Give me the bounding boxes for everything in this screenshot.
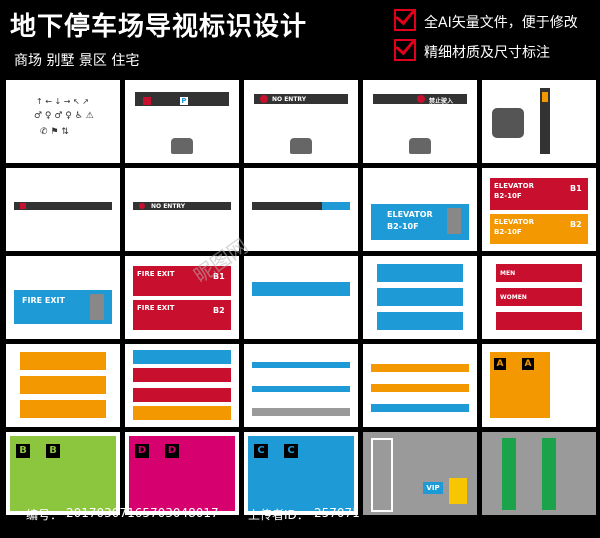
no-entry-icon [417, 95, 425, 103]
thumb-zone-a: A A [482, 344, 596, 427]
parking-icon: P [180, 97, 188, 105]
uploader-label: 上传者ID： [248, 508, 309, 522]
thumb-hanging-sign [244, 256, 358, 339]
feature-1: 全AI矢量文件，便于修改 [394, 9, 578, 32]
thumb-arrow-sign-3 [244, 168, 358, 251]
thumb-toilet-orange [6, 344, 120, 427]
no-entry-label: NO ENTRY [272, 96, 307, 103]
arrow-sign-label: NO ENTRY [151, 203, 186, 210]
elevator-floor: B2-10F [387, 222, 419, 231]
no-entry-icon [260, 95, 268, 103]
zone-d-label-2: D [165, 444, 179, 458]
elevator-label: ELEVATOR [387, 210, 433, 219]
thumb-elevator-blue: ELEVATOR B2-10F [363, 168, 477, 251]
fire-exit-label: FIRE EXIT [22, 296, 65, 305]
elevator-floor: B2-10F [494, 192, 522, 200]
header: 地下停车场导视标识设计 商场 别墅 景区 住宅 全AI矢量文件，便于修改 精细材… [0, 0, 600, 76]
thumb-arrow-sign-2: NO ENTRY [125, 168, 239, 251]
id-value: 20170307165703048017 [66, 506, 219, 520]
id-label: 编号： [26, 508, 63, 522]
feature-2: 精细材质及尺寸标注 [394, 39, 550, 62]
elevator-label-2: ELEVATOR [494, 218, 534, 226]
uploader-value: 257071 [314, 506, 360, 520]
svg-text:♂ ♀ ♂ ♀ ♿ ⚠: ♂ ♀ ♂ ♀ ♿ ⚠ [34, 111, 94, 121]
svg-text:✆ ⚑ ⇅: ✆ ⚑ ⇅ [40, 127, 69, 137]
zone-a-label-2: A [522, 358, 534, 370]
thumb-zone-c: C C [244, 432, 358, 515]
level-b1: B1 [213, 272, 225, 281]
thumb-wall-elevation [244, 344, 358, 427]
thumb-fire-exit-red: FIRE EXIT B1 FIRE EXIT B2 [125, 256, 239, 339]
zone-c-label: C [254, 444, 268, 458]
footer: 编号： 20170307165703048017 上传者ID： 257071 [0, 500, 600, 526]
thumb-fire-exit-blue: FIRE EXIT [6, 256, 120, 339]
checkmark-icon [394, 39, 416, 61]
thumb-icons: ↑ ← ↓ → ↖ ↗ ♂ ♀ ♂ ♀ ♿ ⚠ ✆ ⚑ ⇅ [6, 80, 120, 163]
thumb-ceiling-sign-1: P [125, 80, 239, 163]
elevator-label: ELEVATOR [494, 182, 534, 190]
level-b2: B2 [570, 220, 582, 229]
thumb-green-pillars [482, 432, 596, 515]
zone-a-label: A [494, 358, 506, 370]
suv-icon [492, 108, 524, 138]
feature-1-text: 全AI矢量文件，便于修改 [424, 15, 578, 31]
no-entry-cn: 禁止驶入 [429, 98, 454, 105]
thumb-pillar [482, 80, 596, 163]
zone-c-label-2: C [284, 444, 298, 458]
svg-text:↑ ← ↓ → ↖ ↗: ↑ ← ↓ → ↖ ↗ [36, 97, 89, 106]
checkmark-icon [394, 9, 416, 31]
car-icon [409, 138, 431, 154]
car-icon [171, 138, 193, 154]
vip-label: VIP [423, 482, 443, 494]
toilet-men: MEN [500, 270, 516, 277]
level-b1: B1 [570, 184, 582, 193]
zone-b-label-2: B [46, 444, 60, 458]
zone-d-label: D [135, 444, 149, 458]
zone-b-label: B [16, 444, 30, 458]
elevator-floor-2: B2-10F [494, 228, 522, 236]
page-title: 地下停车场导视标识设计 [10, 12, 308, 42]
thumbnail-grid: ↑ ← ↓ → ↖ ↗ ♂ ♀ ♂ ♀ ♿ ⚠ ✆ ⚑ ⇅ P NO ENTRY… [0, 80, 600, 520]
thumb-level-signs [363, 344, 477, 427]
thumb-arrow-sign-1 [6, 168, 120, 251]
fire-exit-label: FIRE EXIT [137, 270, 175, 278]
feature-2-text: 精细材质及尺寸标注 [424, 45, 550, 61]
thumb-ceiling-sign-3: 禁止驶入 [363, 80, 477, 163]
thumb-toilet-blue [363, 256, 477, 339]
thumb-vip-floor: VIP [363, 432, 477, 515]
thumb-elevator-red-orange: ELEVATOR B2-10F B1 ELEVATOR B2-10F B2 [482, 168, 596, 251]
fire-exit-label-2: FIRE EXIT [137, 304, 175, 312]
page-subtitle: 商场 别墅 景区 住宅 [14, 53, 140, 69]
toilet-women: WOMEN [500, 294, 527, 301]
car-icon [290, 138, 312, 154]
thumb-toilet-red: MEN WOMEN [482, 256, 596, 339]
wayfinding-icons-icon: ↑ ← ↓ → ↖ ↗ ♂ ♀ ♂ ♀ ♿ ⚠ ✆ ⚑ ⇅ [34, 97, 94, 137]
thumb-ceiling-sign-2: NO ENTRY [244, 80, 358, 163]
thumb-zone-b: B B [6, 432, 120, 515]
thumb-zone-d: D D [125, 432, 239, 515]
thumb-wall-stripes [125, 344, 239, 427]
level-b2: B2 [213, 306, 225, 315]
